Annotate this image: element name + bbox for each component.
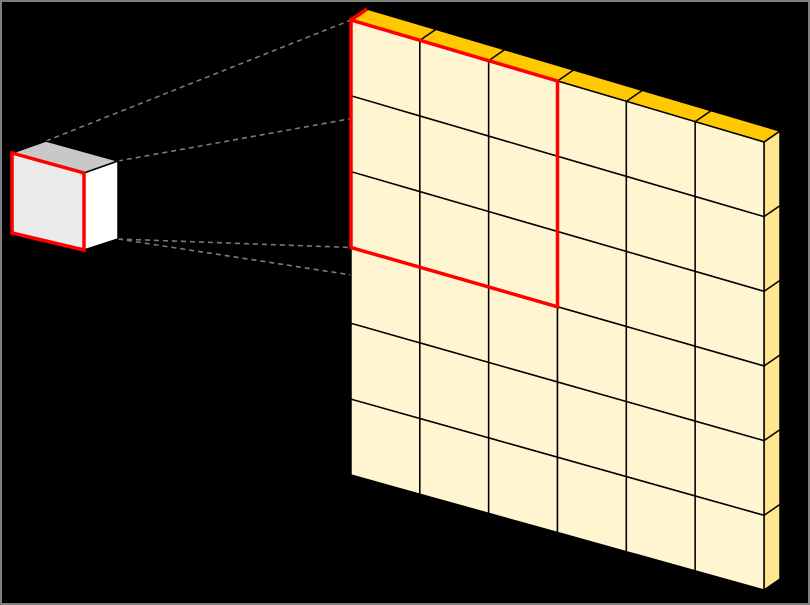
kernel-front-face — [10, 150, 86, 253]
grid-top-line — [488, 49, 506, 62]
grid-side-line — [763, 354, 781, 367]
receptive-field-highlight — [349, 17, 560, 310]
grid-side-line — [763, 429, 781, 442]
connector-line-top — [45, 19, 352, 142]
grid-top-line — [625, 89, 643, 102]
grid-top-line — [557, 69, 574, 82]
grid-top-line — [419, 28, 437, 41]
grid-top-line — [694, 110, 712, 123]
grid-side-line — [763, 205, 781, 218]
grid-side-line — [763, 503, 781, 516]
grid-side-line — [763, 279, 781, 292]
connector-line-lower — [117, 238, 352, 249]
kernel-side-face — [83, 159, 119, 252]
receptive-field-highlight-top — [350, 7, 368, 22]
grid-cell — [694, 494, 765, 591]
